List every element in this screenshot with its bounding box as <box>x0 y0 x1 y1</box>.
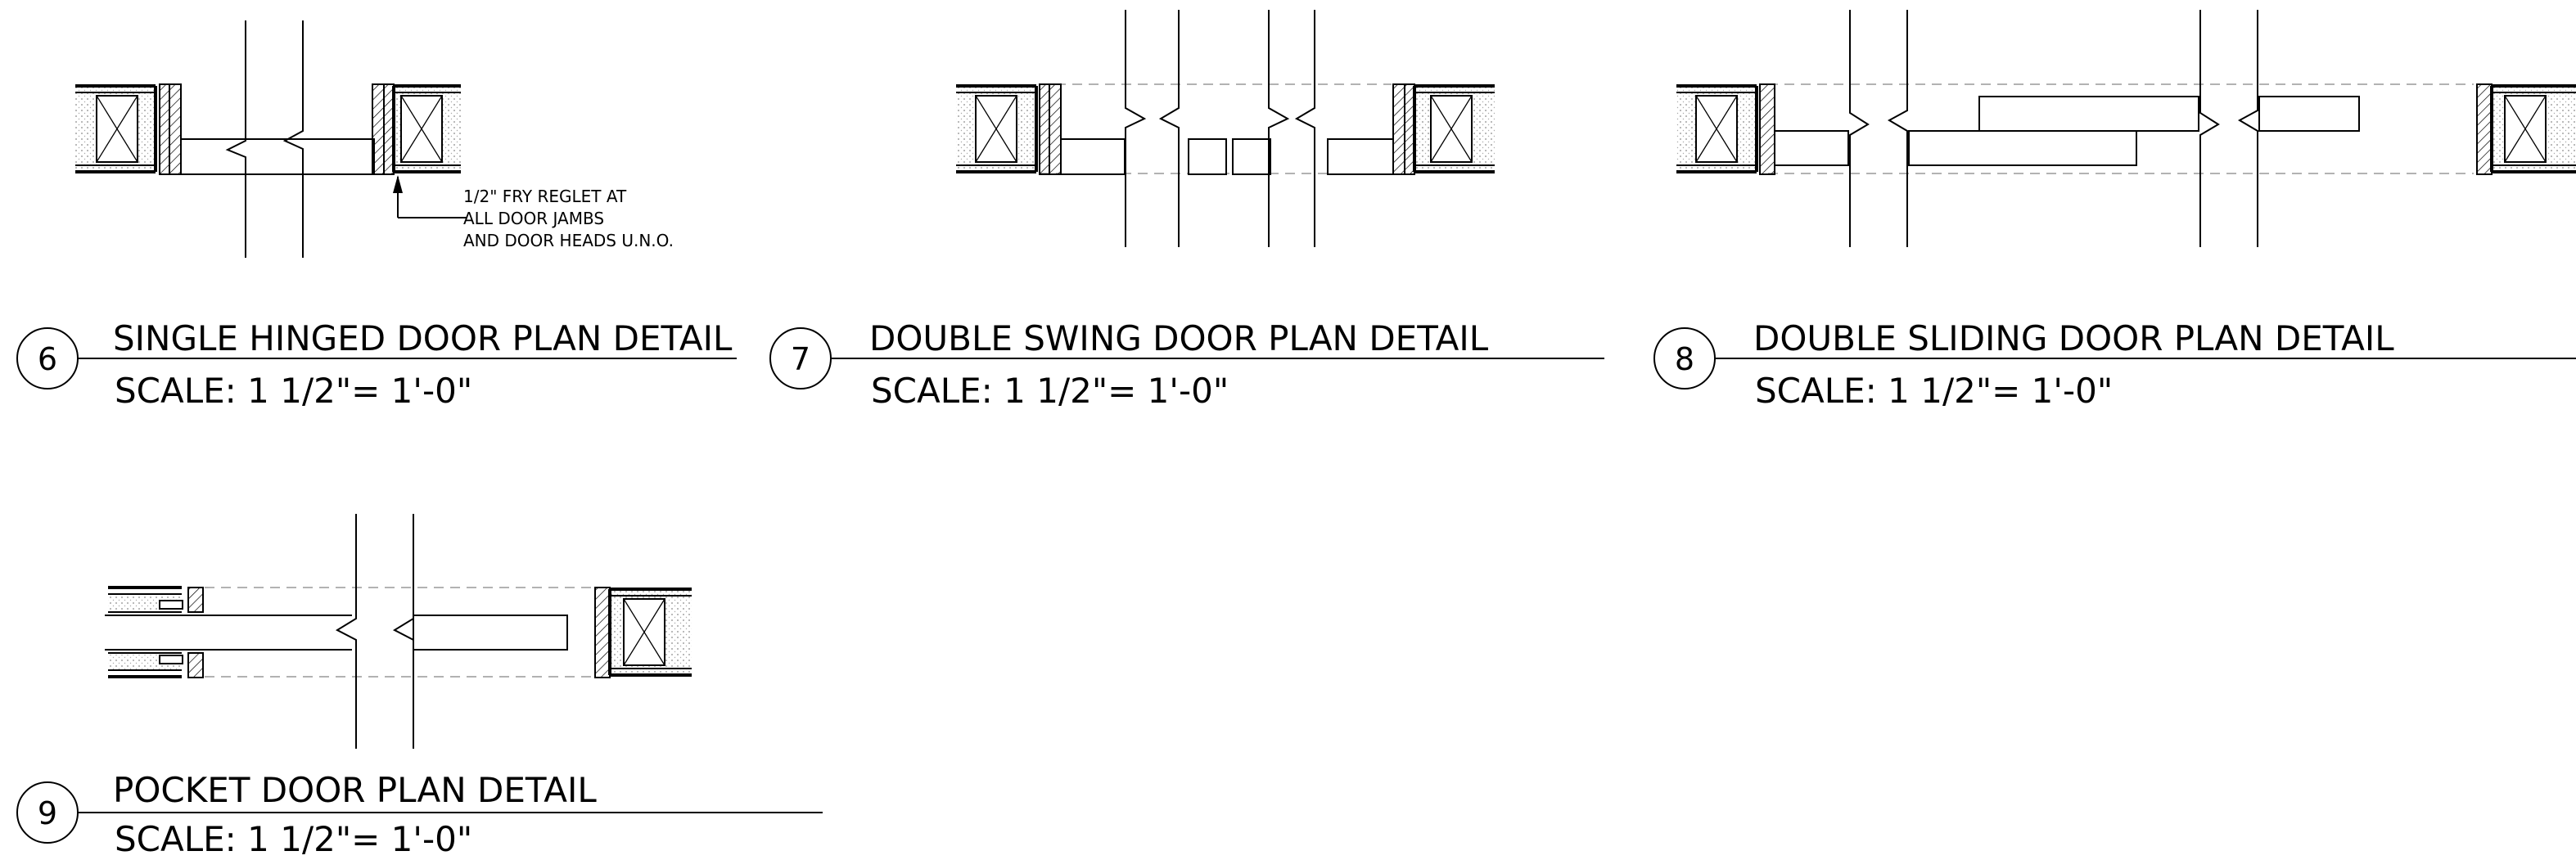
door-leaf <box>1060 138 1126 175</box>
detail-title: DOUBLE SWING DOOR PLAN DETAIL <box>869 318 1489 358</box>
door-leaf <box>1774 130 1849 166</box>
door-leaf <box>1188 138 1227 175</box>
wall-section-right <box>392 84 461 173</box>
wall-section-left <box>956 84 1038 173</box>
door-leaf <box>1978 96 2199 132</box>
detail-scale: SCALE: 1 1/2"= 1'-0" <box>871 371 1229 411</box>
pocket-jamb <box>187 652 204 678</box>
door-leaf <box>413 615 568 651</box>
door-leaf <box>1232 138 1271 175</box>
door-leaf <box>180 138 375 175</box>
detail-number: 6 <box>38 341 57 377</box>
door-frame-jamb <box>1039 83 1050 175</box>
pocket-jamb <box>187 587 204 613</box>
reglet-leader <box>393 175 467 218</box>
door-frame-jamb <box>159 83 170 175</box>
annotation-line-3: AND DOOR HEADS U.N.O. <box>463 231 674 250</box>
detail-6-drawing <box>75 20 467 258</box>
detail-title: SINGLE HINGED DOOR PLAN DETAIL <box>113 318 733 358</box>
detail-title: POCKET DOOR PLAN DETAIL <box>113 770 597 810</box>
door-frame-jamb <box>372 83 385 175</box>
door-leaf <box>1327 138 1394 175</box>
wall-section-left <box>1676 84 1758 173</box>
wall-section-left <box>75 84 157 173</box>
detail-scale: SCALE: 1 1/2"= 1'-0" <box>115 819 472 859</box>
detail-8-drawing <box>1676 10 2576 247</box>
wall-section-right <box>2490 84 2576 173</box>
wall-section-right <box>1413 84 1495 173</box>
detail-number: 9 <box>38 795 57 831</box>
detail-number: 7 <box>791 341 810 377</box>
detail-number: 8 <box>1675 341 1694 377</box>
door-frame-jamb <box>594 587 611 678</box>
door-frame-jamb <box>1392 83 1405 175</box>
pocket-wall-left <box>105 586 352 678</box>
detail-7-title-block: 7 DOUBLE SWING DOOR PLAN DETAIL SCALE: 1… <box>769 318 1604 411</box>
wall-section-right <box>608 588 692 677</box>
detail-scale: SCALE: 1 1/2"= 1'-0" <box>1755 371 2113 411</box>
detail-9-title-block: 9 POCKET DOOR PLAN DETAIL SCALE: 1 1/2"=… <box>16 770 823 859</box>
detail-title: DOUBLE SLIDING DOOR PLAN DETAIL <box>1753 318 2394 358</box>
door-frame-jamb <box>1759 83 1775 175</box>
door-leaf <box>2258 96 2360 132</box>
detail-7-drawing <box>956 10 1495 247</box>
door-frame-jamb <box>2476 83 2493 175</box>
annotation-line-2: ALL DOOR JAMBS <box>463 209 604 228</box>
detail-8-title-block: 8 DOUBLE SLIDING DOOR PLAN DETAIL SCALE:… <box>1653 318 2576 411</box>
detail-6-title-block: 6 SINGLE HINGED DOOR PLAN DETAIL SCALE: … <box>16 318 737 411</box>
annotation-line-1: 1/2" FRY REGLET AT <box>463 187 627 206</box>
door-frame-jamb <box>169 83 182 175</box>
door-frame-jamb <box>1049 83 1062 175</box>
door-leaf <box>1908 130 2137 166</box>
detail-9-drawing <box>105 514 692 749</box>
detail-scale: SCALE: 1 1/2"= 1'-0" <box>115 371 472 411</box>
